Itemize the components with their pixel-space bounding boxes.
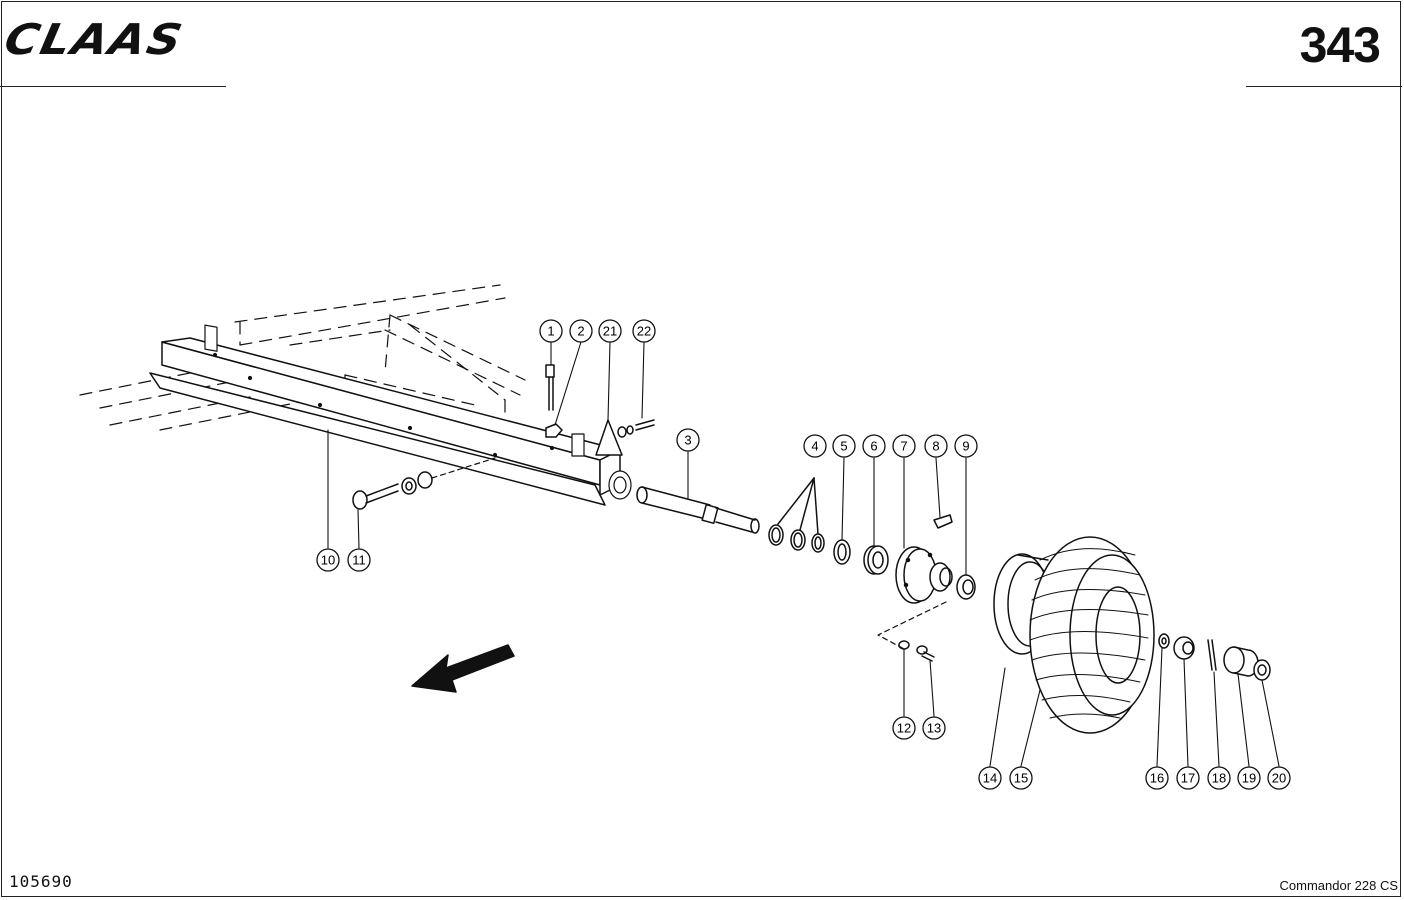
washer-16 bbox=[1158, 633, 1170, 649]
nut-20 bbox=[1253, 659, 1271, 681]
callout-circle bbox=[1207, 766, 1231, 790]
callout-circle bbox=[892, 434, 916, 458]
bearing-9 bbox=[956, 574, 976, 600]
callout-circle bbox=[676, 428, 700, 452]
bolt-1 bbox=[545, 364, 555, 411]
callout-circle bbox=[347, 548, 371, 572]
callout-circle bbox=[1176, 766, 1200, 790]
lock-plate-8 bbox=[933, 514, 953, 529]
callout-circle bbox=[569, 319, 593, 343]
callout-21: 21 bbox=[598, 319, 622, 343]
callout-number: 7 bbox=[900, 439, 907, 454]
callout-number: 10 bbox=[321, 553, 335, 568]
callout-11: 11 bbox=[347, 548, 371, 572]
callout-circle bbox=[598, 319, 622, 343]
callout-number: 19 bbox=[1242, 771, 1256, 786]
callout-circle bbox=[316, 548, 340, 572]
callout-circle bbox=[924, 434, 948, 458]
callout-number: 18 bbox=[1212, 771, 1226, 786]
callout-number: 12 bbox=[897, 721, 911, 736]
callout-5: 5 bbox=[832, 434, 856, 458]
header-rule-left bbox=[0, 86, 226, 87]
split-pin-18 bbox=[1207, 639, 1217, 671]
callout-circle bbox=[803, 434, 827, 458]
axle-beam bbox=[149, 337, 621, 506]
callout-number: 9 bbox=[962, 439, 969, 454]
header-rule-right bbox=[1246, 86, 1402, 87]
castle-nut-17 bbox=[1173, 636, 1195, 660]
callout-16: 16 bbox=[1145, 766, 1169, 790]
tyre-15 bbox=[1029, 536, 1155, 734]
callout-17: 17 bbox=[1176, 766, 1200, 790]
callout-number: 11 bbox=[352, 553, 366, 568]
callout-circle bbox=[892, 716, 916, 740]
seal-5 bbox=[833, 539, 851, 565]
bolt-11 bbox=[352, 457, 496, 510]
callout-circle bbox=[832, 434, 856, 458]
callout-2: 2 bbox=[569, 319, 593, 343]
document-number: 105690 bbox=[9, 872, 73, 891]
callout-circle bbox=[862, 434, 886, 458]
model-name: Commandor 228 CS bbox=[1279, 878, 1399, 893]
callout-15: 15 bbox=[1009, 766, 1033, 790]
callout-circle bbox=[1145, 766, 1169, 790]
nut-2 bbox=[545, 423, 563, 438]
callout-12: 12 bbox=[892, 716, 916, 740]
callout-number: 16 bbox=[1150, 771, 1164, 786]
callout-leaders bbox=[327, 341, 1280, 767]
callout-number: 21 bbox=[603, 324, 617, 339]
callout-circle bbox=[922, 716, 946, 740]
callout-circle bbox=[954, 434, 978, 458]
callout-13: 13 bbox=[922, 716, 946, 740]
callout-number: 2 bbox=[577, 324, 584, 339]
chassis-phantom-lines bbox=[79, 284, 526, 431]
callout-20: 20 bbox=[1267, 766, 1291, 790]
callout-number: 14 bbox=[983, 771, 997, 786]
callout-6: 6 bbox=[862, 434, 886, 458]
callout-circle bbox=[539, 319, 563, 343]
callout-number: 22 bbox=[637, 324, 651, 339]
bolt-13 bbox=[916, 645, 935, 662]
callout-circle bbox=[978, 766, 1002, 790]
stub-axle-3 bbox=[636, 486, 760, 534]
bearing-6 bbox=[863, 545, 889, 575]
callout-number: 5 bbox=[840, 439, 847, 454]
callout-9: 9 bbox=[954, 434, 978, 458]
callout-19: 19 bbox=[1237, 766, 1261, 790]
callout-number: 8 bbox=[932, 439, 939, 454]
callout-10: 10 bbox=[316, 548, 340, 572]
callout-number: 20 bbox=[1272, 771, 1286, 786]
callout-number: 6 bbox=[870, 439, 877, 454]
page-number: 343 bbox=[1299, 17, 1381, 73]
callout-number: 17 bbox=[1181, 771, 1195, 786]
callout-4: 4 bbox=[803, 434, 827, 458]
washer-12 bbox=[898, 640, 910, 650]
callout-8: 8 bbox=[924, 434, 948, 458]
hub-7 bbox=[895, 546, 953, 604]
shims-4 bbox=[768, 477, 825, 553]
callout-22: 22 bbox=[632, 319, 656, 343]
callout-1: 1 bbox=[539, 319, 563, 343]
callout-number: 4 bbox=[811, 439, 818, 454]
callout-number: 13 bbox=[927, 721, 941, 736]
callout-circle bbox=[1267, 766, 1291, 790]
callout-14: 14 bbox=[978, 766, 1002, 790]
callout-7: 7 bbox=[892, 434, 916, 458]
callout-18: 18 bbox=[1207, 766, 1231, 790]
bolt-22 bbox=[617, 419, 655, 438]
callout-number: 3 bbox=[684, 433, 691, 448]
callout-circle bbox=[1237, 766, 1261, 790]
callout-number: 1 bbox=[547, 324, 554, 339]
travel-direction-arrow bbox=[411, 644, 515, 693]
callout-circle bbox=[1009, 766, 1033, 790]
callout-number: 15 bbox=[1014, 771, 1028, 786]
reflector-triangle bbox=[595, 419, 623, 456]
callout-3: 3 bbox=[676, 428, 700, 452]
hub-cap-19 bbox=[1223, 646, 1259, 677]
callout-circle bbox=[632, 319, 656, 343]
